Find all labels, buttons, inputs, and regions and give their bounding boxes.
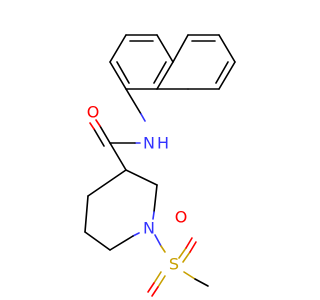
bond-c-c — [218, 61, 236, 90]
bond-c-c — [109, 61, 127, 90]
molecule-canvas: N H O N S O O — [84, 34, 236, 297]
atom-label-carbonyl-o: O — [87, 103, 100, 122]
bond-n-s — [154, 234, 162, 247]
bond-aromatic-inner — [116, 61, 130, 84]
bond-s-o-double — [153, 271, 162, 284]
bond-s-o-double — [182, 251, 191, 263]
bond-s-o-double — [147, 282, 155, 293]
atom-label-amide-n: N — [143, 134, 155, 153]
bond-c-c — [218, 34, 236, 63]
bond-c-c — [87, 169, 127, 197]
bond-c-o — [99, 125, 111, 144]
bond-c-o-double — [89, 122, 95, 130]
bond-s-o — [151, 286, 159, 297]
atom-label-sulfonyl-o-top: O — [175, 208, 188, 227]
bond-s-c — [194, 278, 209, 287]
atom-label-sulfur: S — [169, 255, 179, 274]
bond-s-o — [185, 237, 193, 249]
naphthalene-left-ring — [109, 34, 174, 90]
atom-label-amide-h: H — [157, 134, 169, 153]
bond-n-c — [109, 235, 134, 251]
bond-c-c — [125, 169, 158, 186]
bond-c-n — [125, 88, 142, 115]
naphthalene-right-ring — [156, 34, 236, 90]
bond-c-c — [84, 195, 89, 233]
bond-c-o-double — [93, 128, 105, 147]
bond-c-c — [109, 142, 127, 171]
structure-diagram: N H O N S O O — [84, 34, 236, 297]
bond-c-c — [172, 34, 189, 63]
bond-c-c — [84, 231, 111, 251]
bond-s-o — [157, 275, 166, 288]
bond-c-n — [140, 113, 146, 122]
bond-c-n — [152, 211, 155, 220]
bond-n-s — [160, 245, 166, 253]
bond-c-c — [156, 34, 174, 63]
bond-aromatic-inner — [153, 61, 167, 84]
bond-c-c — [153, 184, 158, 213]
bond-c-o — [95, 119, 101, 127]
bond-s-c — [183, 271, 196, 280]
bond-s-o — [178, 247, 187, 259]
bond-c-c — [109, 34, 127, 63]
bond-c-c — [156, 61, 174, 90]
piperidine-ring — [84, 169, 158, 251]
bond-n-c — [132, 232, 140, 237]
bond-s-o-double — [189, 241, 197, 253]
bond-aromatic-inner — [215, 61, 229, 84]
atom-label-ring-n: N — [143, 219, 155, 238]
